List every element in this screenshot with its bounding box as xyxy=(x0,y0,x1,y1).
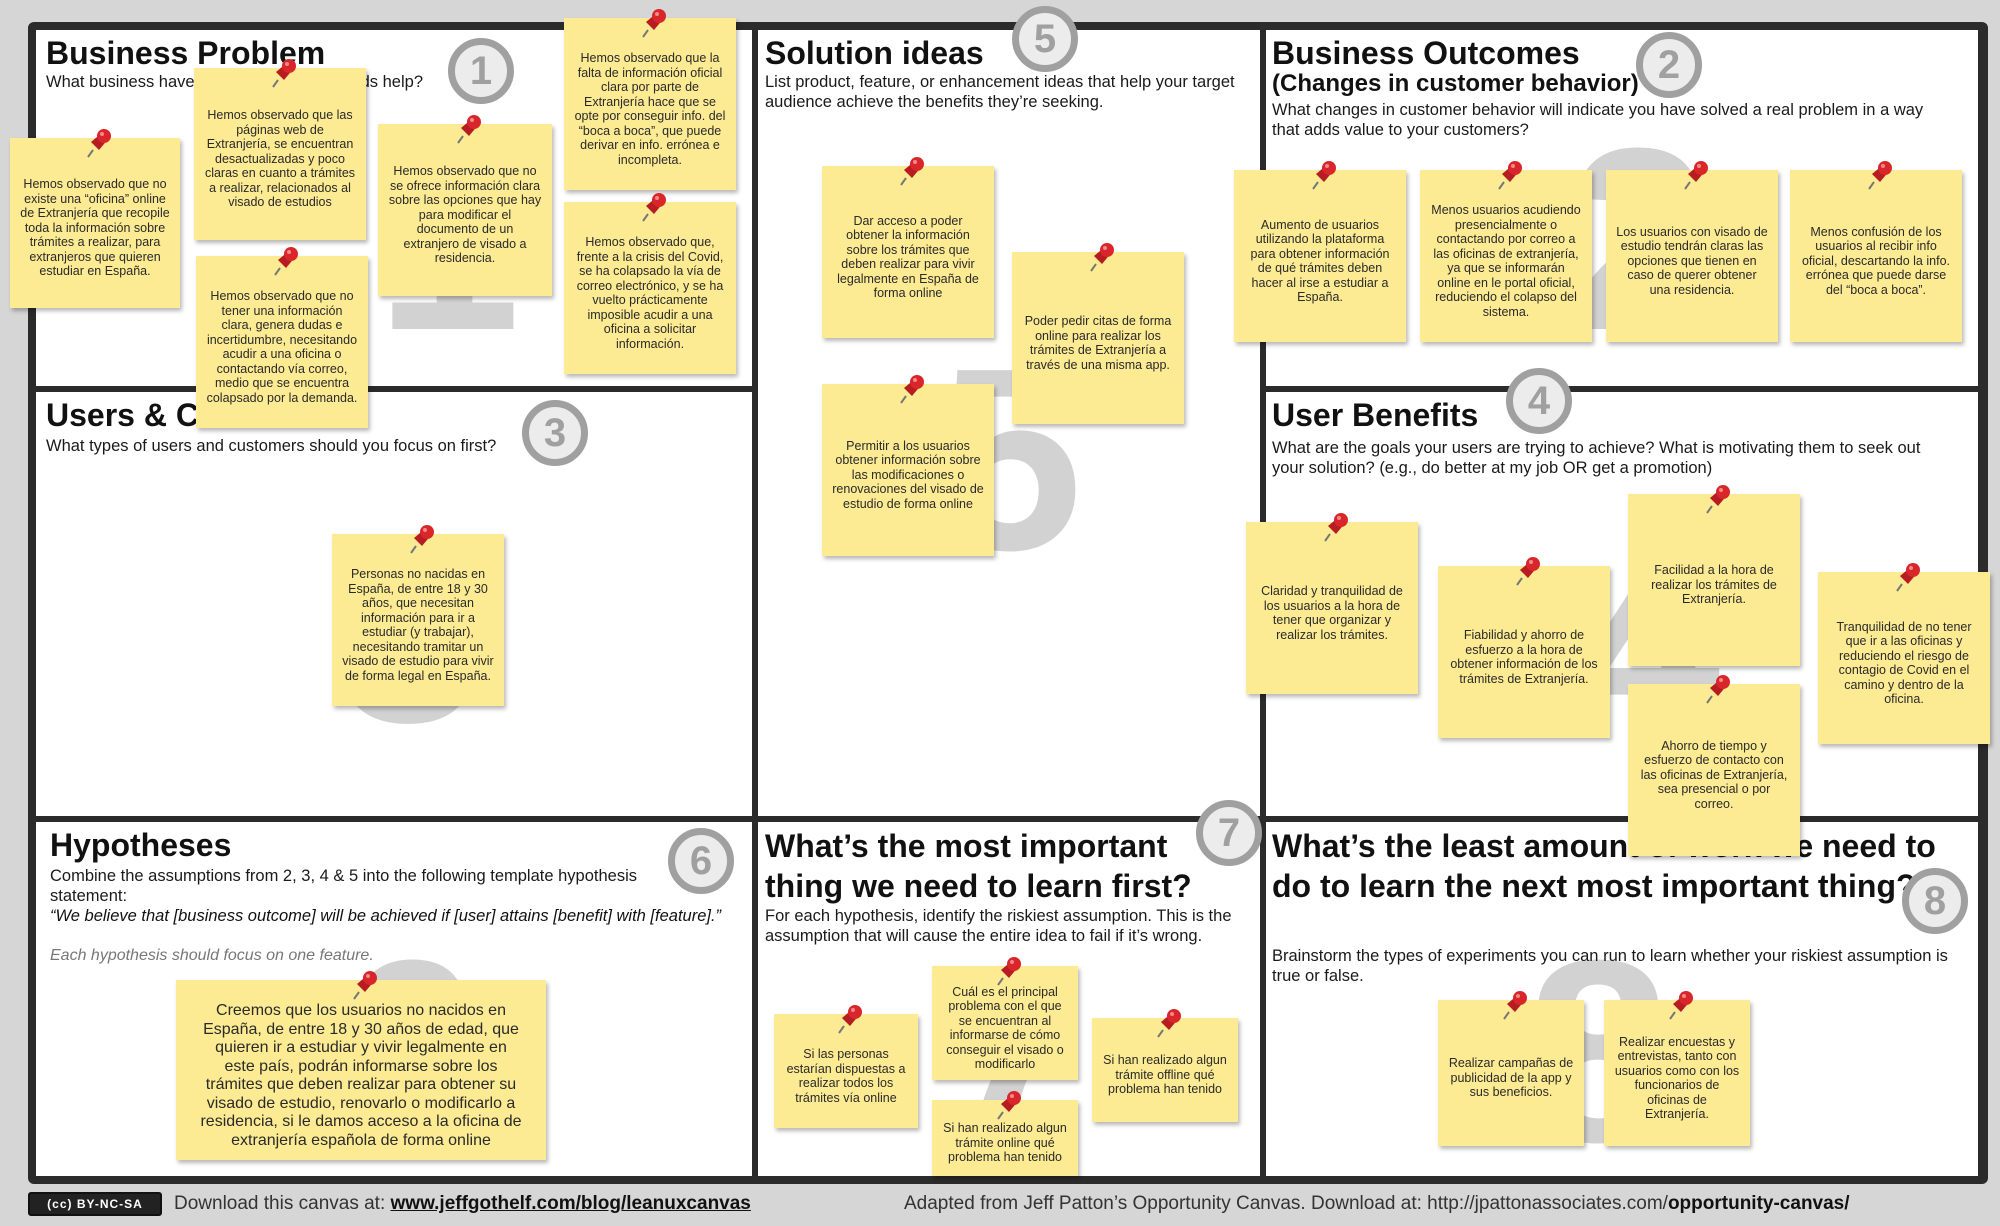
sticky-note-text: Hemos observado que no tener una informa… xyxy=(206,289,358,405)
sticky-note-text: Si han realizado algun trámite online qu… xyxy=(943,1121,1067,1165)
section-title: Solution ideas xyxy=(765,35,984,71)
hypothesis-hint: Each hypothesis should focus on one feat… xyxy=(50,947,374,964)
footer-adapted-url[interactable]: http://jpattonassociates.com/opportunity… xyxy=(1427,1193,1849,1214)
number-badge-5: 5 xyxy=(1012,6,1078,72)
sticky-note-text: Facilidad a la hora de realizar los trám… xyxy=(1651,563,1777,607)
section-title: Business Outcomes xyxy=(1272,35,1580,71)
sticky-note-text: Realizar campañas de publicidad de la ap… xyxy=(1448,1056,1574,1100)
sticky-note[interactable]: Menos confusión de los usuarios al recib… xyxy=(1790,161,1962,342)
sticky-note[interactable]: Menos usuarios acudiendo presencialmente… xyxy=(1420,161,1592,342)
sticky-note-text: Fiabilidad y ahorro de esfuerzo a la hor… xyxy=(1450,628,1598,686)
sticky-note-text: Creemos que los usuarios no nacidos en E… xyxy=(200,1002,522,1149)
section-subtitle: (Changes in customer behavior) xyxy=(1272,70,1639,97)
section-least-amount: 8 What’s the least amount of work we nee… xyxy=(1266,822,1978,1176)
sticky-note[interactable]: Los usuarios con visado de estudio tendr… xyxy=(1606,161,1778,342)
section-title: User Benefits xyxy=(1272,397,1479,433)
number-badge-1: 1 xyxy=(448,38,514,104)
sticky-note-text: Claridad y tranquilidad de los usuarios … xyxy=(1261,584,1403,642)
section-title: What’s the most important thing we need … xyxy=(765,828,1192,904)
number-badge-4: 4 xyxy=(1506,368,1572,434)
sticky-note[interactable]: Cuál es el principal problema con el que… xyxy=(932,957,1078,1080)
section-description: What changes in customer behavior will i… xyxy=(1272,101,1924,139)
number-badge-2: 2 xyxy=(1636,32,1702,98)
footer-adapted-url-bold: opportunity-canvas/ xyxy=(1667,1193,1850,1214)
section-title: Business Problem xyxy=(46,35,326,71)
pushpin-icon xyxy=(642,9,666,38)
sticky-note-text: Aumento de usuarios utilizando la plataf… xyxy=(1250,217,1390,305)
sticky-note-text: Menos confusión de los usuarios al recib… xyxy=(1801,224,1950,297)
section-description: What types of users and customers should… xyxy=(46,437,497,455)
sticky-note[interactable]: Facilidad a la hora de realizar los trám… xyxy=(1628,485,1800,666)
sticky-note-text: Permitir a los usuarios obtener informac… xyxy=(832,438,984,511)
sticky-note[interactable]: Aumento de usuarios utilizando la plataf… xyxy=(1234,161,1406,342)
number-badge-6: 6 xyxy=(668,828,734,894)
sticky-note[interactable]: Personas no nacidas en España, de entre … xyxy=(332,525,504,706)
section-description: What are the goals your users are trying… xyxy=(1272,439,1921,477)
sticky-note-text: Hemos observado que la falta de informac… xyxy=(574,51,726,167)
sticky-note[interactable]: Hemos observado que no se ofrece informa… xyxy=(378,115,552,296)
number-badge-7: 7 xyxy=(1196,800,1262,866)
sticky-note-text: Si han realizado algun trámite offline q… xyxy=(1103,1053,1227,1097)
sticky-note-text: Si las personas estarían dispuestas a re… xyxy=(786,1047,906,1105)
sticky-note-text: Hemos observado que las páginas web de E… xyxy=(204,108,356,210)
footer-adapted-prefix: Adapted from Jeff Patton’s Opportunity C… xyxy=(904,1193,1422,1214)
footer-download-prefix: Download this canvas at: xyxy=(174,1193,386,1214)
number-badge-8: 8 xyxy=(1902,868,1968,934)
sticky-note-text: Hemos observado que, frente a la crisis … xyxy=(576,235,724,351)
section-description: For each hypothesis, identify the riskie… xyxy=(765,907,1232,945)
hypothesis-template: “We believe that [business outcome] will… xyxy=(50,907,722,925)
sticky-note-text: Menos usuarios acudiendo presencialmente… xyxy=(1431,203,1581,319)
sticky-note[interactable]: Hemos observado que las páginas web de E… xyxy=(194,59,366,240)
sticky-note-text: Hemos observado que no se ofrece informa… xyxy=(388,164,542,266)
sticky-note-text: Hemos observado que no existe una “ofici… xyxy=(20,177,170,279)
sticky-note[interactable]: Si las personas estarían dispuestas a re… xyxy=(774,1005,918,1128)
sticky-note[interactable]: Si han realizado algun trámite online qu… xyxy=(932,1091,1078,1176)
sticky-note-text: Poder pedir citas de forma online para r… xyxy=(1024,314,1172,372)
sticky-note[interactable]: Ahorro de tiempo y esfuerzo de contacto … xyxy=(1628,675,1800,856)
sticky-note-text: Ahorro de tiempo y esfuerzo de contacto … xyxy=(1640,738,1788,811)
sticky-note[interactable]: Tranquilidad de no tener que ir a las of… xyxy=(1818,563,1990,744)
number-badge-3: 3 xyxy=(522,400,588,466)
license-badge: (cc) BY-NC-SA xyxy=(28,1192,162,1216)
footer-adapted: Adapted from Jeff Patton’s Opportunity C… xyxy=(904,1192,1850,1216)
sticky-note-text: Tranquilidad de no tener que ir a las of… xyxy=(1836,619,1972,707)
footer-download: Download this canvas at: www.jeffgothelf… xyxy=(174,1192,751,1216)
footer-adapted-url-plain: http://jpattonassociates.com/ xyxy=(1427,1193,1668,1214)
footer-download-link[interactable]: www.jeffgothelf.com/blog/leanuxcanvas xyxy=(390,1193,751,1214)
section-description: List product, feature, or enhancement id… xyxy=(765,73,1235,111)
sticky-note-text: Los usuarios con visado de estudio tendr… xyxy=(1616,224,1768,297)
sticky-note-text: Dar acceso a poder obtener la informació… xyxy=(837,213,979,301)
sticky-note[interactable]: Poder pedir citas de forma online para r… xyxy=(1012,243,1184,424)
sticky-note[interactable]: Si han realizado algun trámite offline q… xyxy=(1092,1009,1238,1122)
sticky-note[interactable]: Fiabilidad y ahorro de esfuerzo a la hor… xyxy=(1438,557,1610,738)
sticky-note[interactable]: Realizar encuestas y entrevistas, tanto … xyxy=(1604,991,1750,1146)
sticky-note[interactable]: Claridad y tranquilidad de los usuarios … xyxy=(1246,513,1418,694)
section-description: Combine the assumptions from 2, 3, 4 & 5… xyxy=(50,867,637,905)
sticky-note[interactable]: Hemos observado que la falta de informac… xyxy=(564,9,736,190)
sticky-note[interactable]: Creemos que los usuarios no nacidos en E… xyxy=(176,971,546,1160)
sticky-note[interactable]: Hemos observado que, frente a la crisis … xyxy=(564,193,736,374)
sticky-note[interactable]: Dar acceso a poder obtener la informació… xyxy=(822,157,994,338)
sticky-note[interactable]: Hemos observado que no tener una informa… xyxy=(196,247,368,428)
section-title: Hypotheses xyxy=(50,827,232,863)
sticky-note-text: Cuál es el principal problema con el que… xyxy=(946,984,1064,1072)
sticky-note-text: Personas no nacidas en España, de entre … xyxy=(342,567,494,683)
sticky-note[interactable]: Realizar campañas de publicidad de la ap… xyxy=(1438,991,1584,1146)
sticky-note[interactable]: Permitir a los usuarios obtener informac… xyxy=(822,375,994,556)
sticky-note-text: Realizar encuestas y entrevistas, tanto … xyxy=(1614,1034,1740,1122)
section-description: Brainstorm the types of experiments you … xyxy=(1272,947,1948,985)
section-title: What’s the least amount of work we need … xyxy=(1272,828,1936,904)
sticky-note[interactable]: Hemos observado que no existe una “ofici… xyxy=(10,129,180,308)
